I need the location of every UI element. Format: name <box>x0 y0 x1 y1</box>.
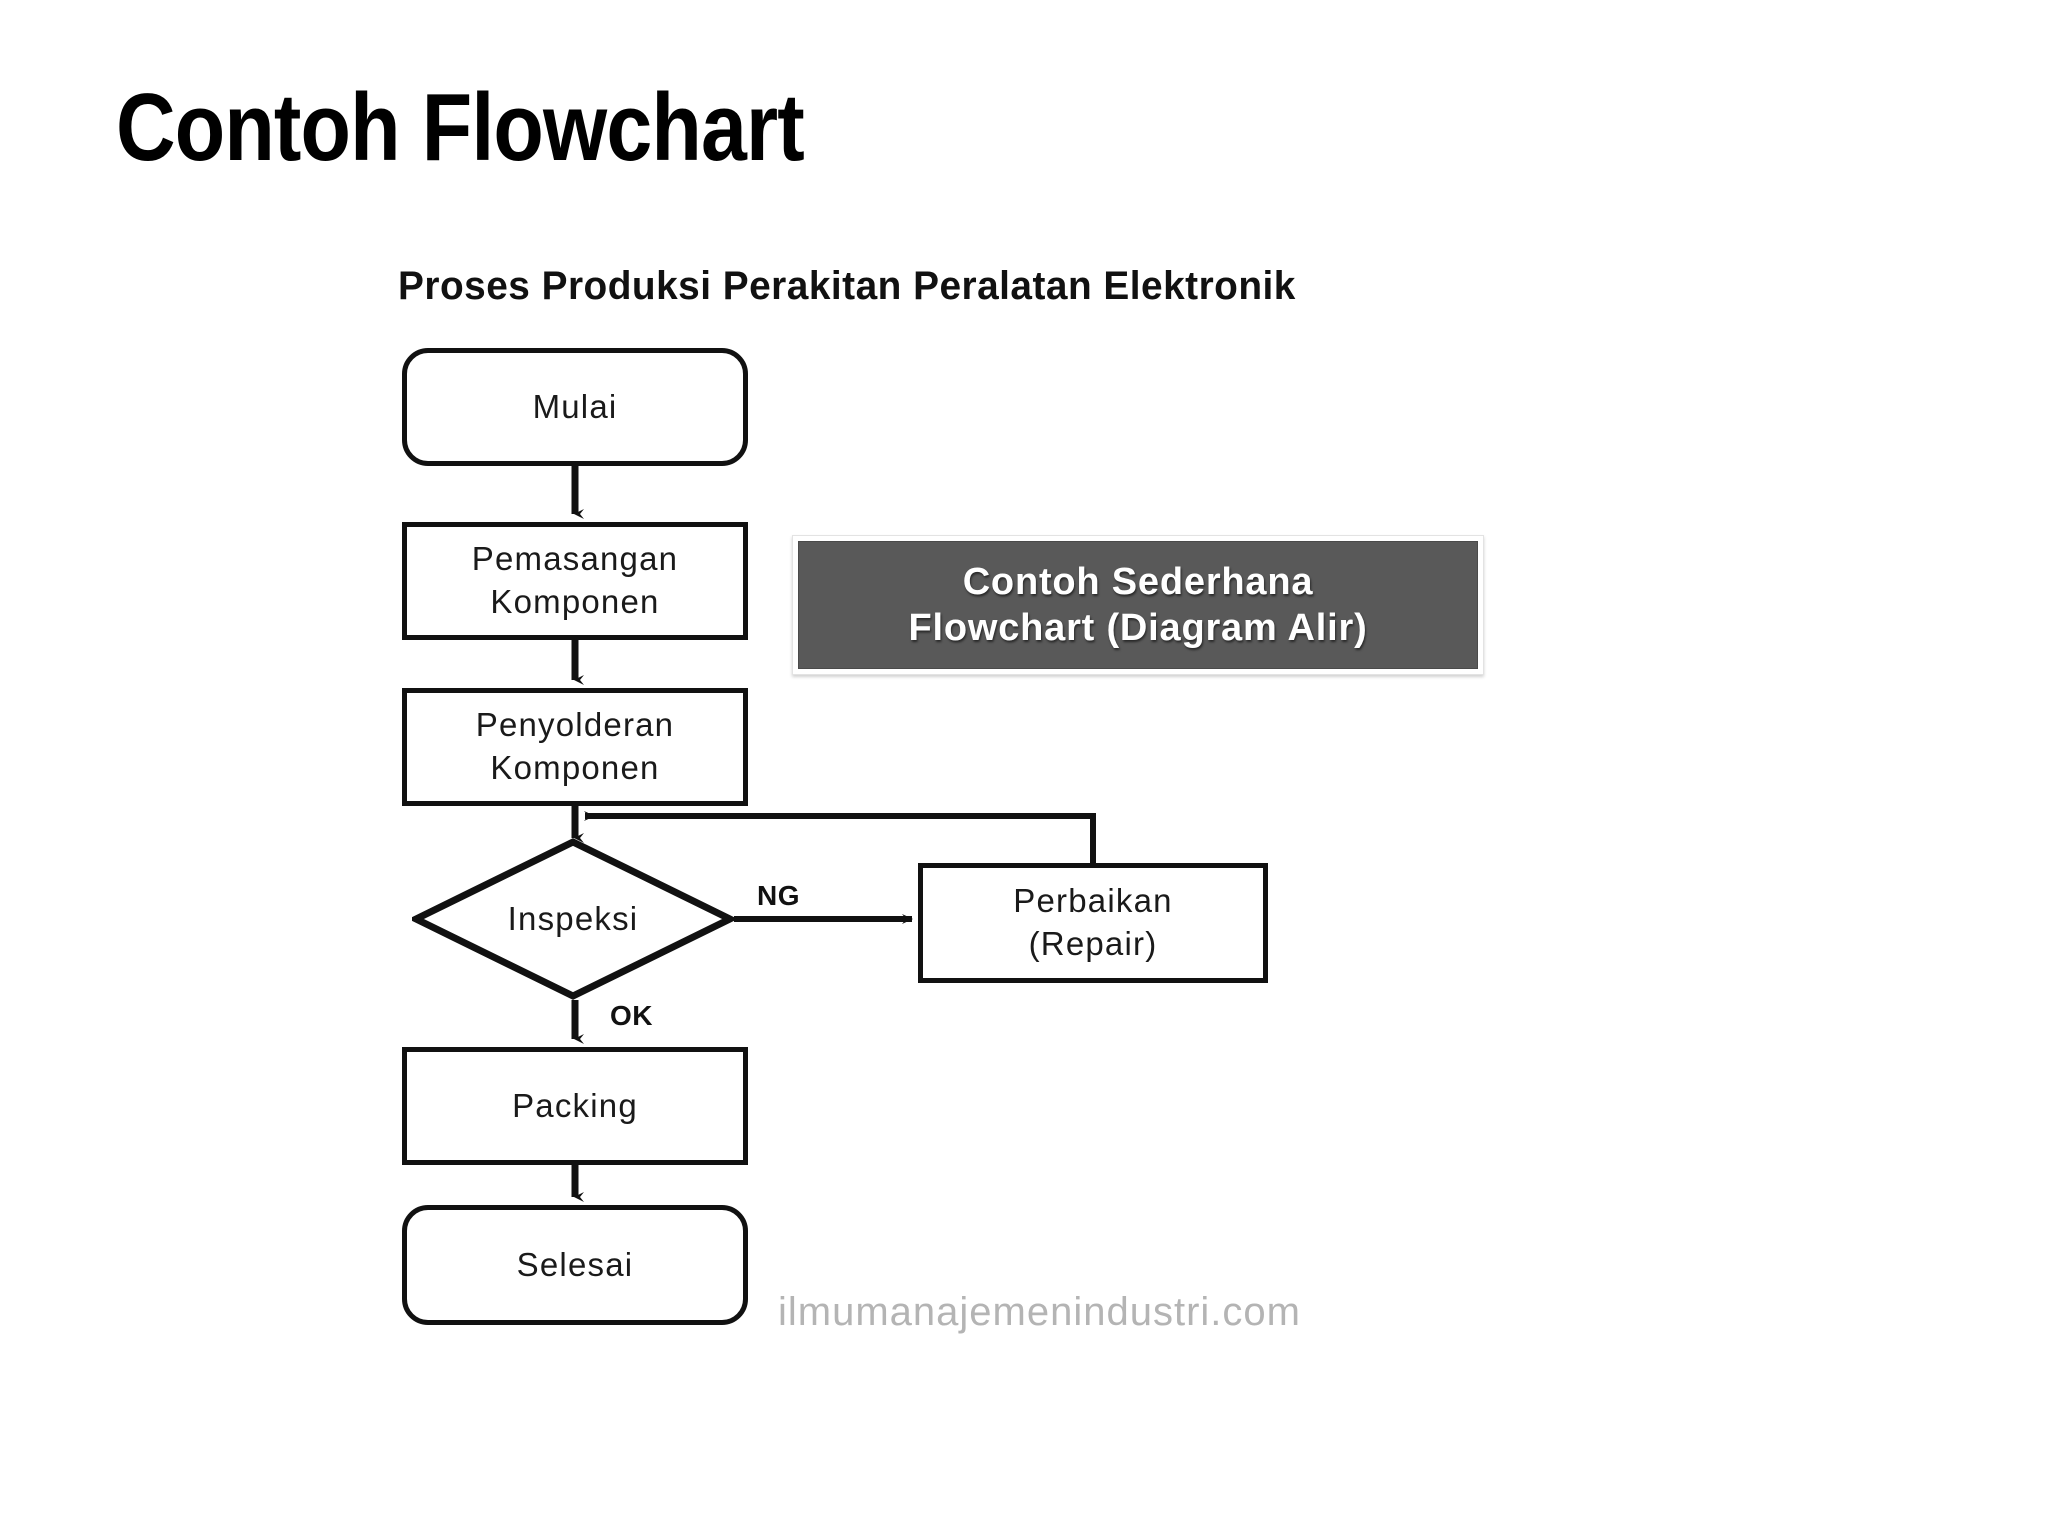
callout-inner: Contoh Sederhana Flowchart (Diagram Alir… <box>798 541 1478 669</box>
edge-label-ng: NG <box>757 880 800 911</box>
edge-label-ok: OK <box>610 1000 653 1031</box>
watermark: ilmumanajemenindustri.com <box>778 1290 1301 1334</box>
callout-text: Contoh Sederhana Flowchart (Diagram Alir… <box>908 560 1368 649</box>
flow-node-penyolderan[interactable]: Penyolderan Komponen <box>402 688 748 806</box>
flow-node-pemasangan[interactable]: Pemasangan Komponen <box>402 522 748 640</box>
diamond-icon <box>412 838 734 1000</box>
callout-box: Contoh Sederhana Flowchart (Diagram Alir… <box>792 535 1484 675</box>
flow-node-perbaikan[interactable]: Perbaikan (Repair) <box>918 863 1268 983</box>
flow-node-selesai-label: Selesai <box>516 1245 634 1283</box>
flow-node-packing[interactable]: Packing <box>402 1047 748 1165</box>
flow-node-pemasangan-label: Pemasangan Komponen <box>471 540 679 620</box>
flow-node-inspeksi-label: Inspeksi <box>507 900 639 937</box>
flow-node-mulai[interactable]: Mulai <box>402 348 748 466</box>
diagram-heading: Proses Produksi Perakitan Peralatan Elek… <box>398 264 1296 308</box>
flow-node-perbaikan-label: Perbaikan (Repair) <box>1013 882 1173 962</box>
flow-node-packing-label: Packing <box>512 1086 638 1124</box>
flow-node-selesai[interactable]: Selesai <box>402 1205 748 1325</box>
flow-node-inspeksi[interactable]: Inspeksi <box>412 838 734 1000</box>
flow-node-penyolderan-label: Penyolderan Komponen <box>475 706 675 786</box>
flow-node-mulai-label: Mulai <box>532 387 618 425</box>
page-title: Contoh Flowchart <box>116 74 805 181</box>
